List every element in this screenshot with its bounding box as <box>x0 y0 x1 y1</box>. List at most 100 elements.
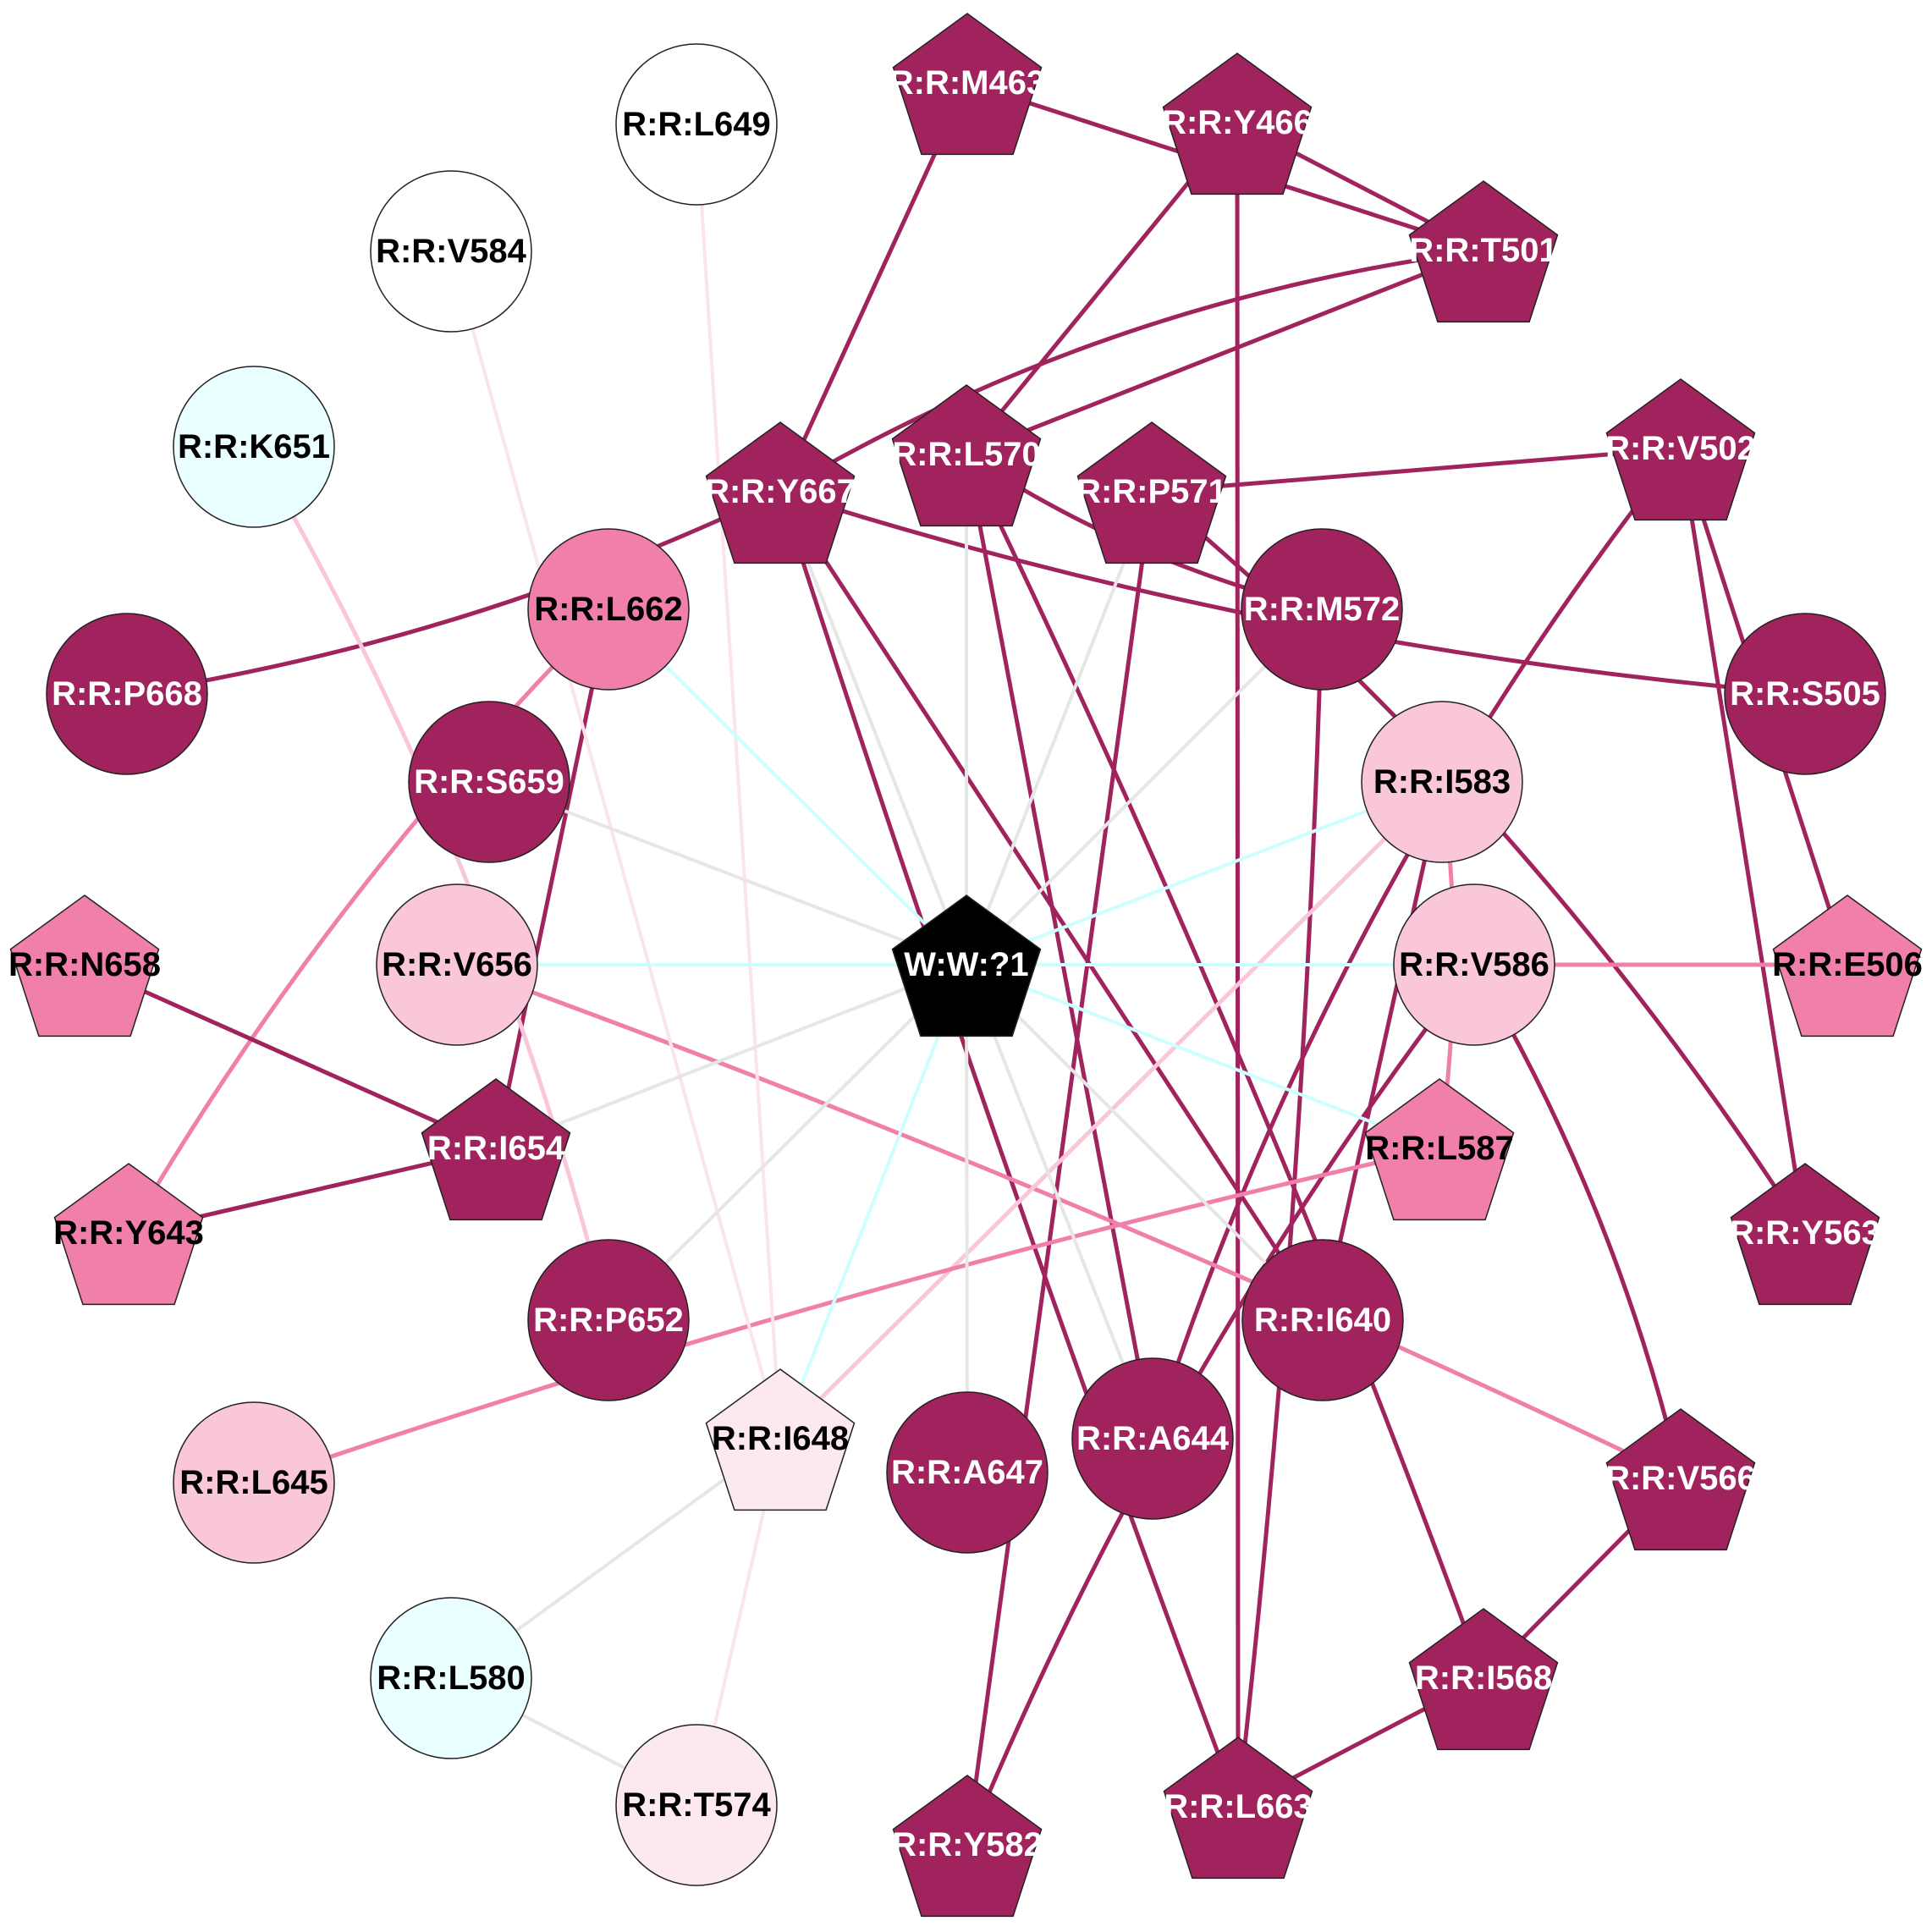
node-label: R:R:I640 <box>1254 1302 1391 1339</box>
edge-RRL662-RRY643 <box>126 608 610 1235</box>
edge-RRL570-RRA644 <box>964 454 1155 1439</box>
node-label: R:R:I583 <box>1373 763 1511 801</box>
node-label: R:R:T501 <box>1409 232 1558 269</box>
node-rrk651[interactable]: R:R:K651 <box>173 366 335 528</box>
node-circle <box>1361 701 1523 863</box>
node-circle <box>615 1724 778 1886</box>
node-rrs659[interactable]: R:R:S659 <box>408 701 570 863</box>
node-rri568[interactable]: R:R:I568 <box>1408 1608 1559 1751</box>
node-rrv584[interactable]: R:R:V584 <box>370 170 532 333</box>
edge-RRT501-RRY667 <box>779 248 1484 494</box>
edge-RRK651-RRP652 <box>251 445 611 1321</box>
node-label: R:R:N658 <box>8 946 161 983</box>
edge-RRP571-RRV502 <box>1151 446 1682 494</box>
node-rrl649[interactable]: R:R:L649 <box>615 43 778 206</box>
node-label: R:R:V584 <box>376 233 527 270</box>
node-label: R:R:I648 <box>712 1420 849 1457</box>
node-circle <box>46 613 208 775</box>
node-pentagon <box>1162 52 1313 195</box>
node-rry466[interactable]: R:R:Y466 <box>1162 52 1313 195</box>
node-rri640[interactable]: R:R:I640 <box>1241 1239 1404 1401</box>
node-rrl587[interactable]: R:R:L587 <box>1364 1078 1515 1221</box>
node-rrl570[interactable]: R:R:L570 <box>891 384 1042 527</box>
node-rrl645[interactable]: R:R:L645 <box>173 1401 335 1564</box>
node-pentagon <box>891 384 1042 527</box>
node-pentagon <box>892 13 1043 156</box>
node-rri648[interactable]: R:R:I648 <box>705 1368 856 1511</box>
node-rrt574[interactable]: R:R:T574 <box>615 1724 778 1886</box>
node-circle <box>370 1597 532 1759</box>
node-label: R:R:P571 <box>1076 473 1227 510</box>
node-pentagon <box>9 894 160 1038</box>
edge-RRL587-RRL645 <box>253 1146 1440 1485</box>
node-rrp668[interactable]: R:R:P668 <box>46 613 208 775</box>
node-label: R:R:L580 <box>377 1660 526 1697</box>
node-rra644[interactable]: R:R:A644 <box>1071 1357 1234 1520</box>
node-rrm463[interactable]: R:R:M463 <box>889 13 1045 156</box>
node-rri583[interactable]: R:R:I583 <box>1361 701 1523 863</box>
node-label: R:R:L645 <box>179 1464 328 1501</box>
node-rrl580[interactable]: R:R:L580 <box>370 1597 532 1759</box>
node-rre506[interactable]: R:R:E506 <box>1772 894 1923 1038</box>
node-pentagon <box>705 1368 856 1511</box>
node-pentagon <box>1076 421 1227 564</box>
node-circle <box>1724 613 1886 775</box>
node-circle <box>886 1391 1049 1554</box>
node-pentagon <box>421 1078 571 1221</box>
node-pentagon <box>1772 894 1923 1038</box>
edge-RRY667-RRP668 <box>126 489 782 696</box>
node-circle <box>527 528 690 691</box>
node-label: R:R:L662 <box>534 591 683 628</box>
node-rrs505[interactable]: R:R:S505 <box>1724 613 1886 775</box>
node-rry667[interactable]: R:R:Y667 <box>705 421 856 564</box>
edge-RRV502-RRY563 <box>1678 448 1808 1234</box>
node-rrn658[interactable]: R:R:N658 <box>8 894 161 1038</box>
node-label: R:R:T574 <box>622 1786 771 1824</box>
node-label: R:R:A644 <box>1076 1420 1230 1457</box>
node-rrv656[interactable]: R:R:V656 <box>376 883 538 1046</box>
node-circle <box>615 43 778 206</box>
node-label: R:R:P668 <box>52 675 202 713</box>
node-pentagon <box>1730 1163 1880 1306</box>
node-label: R:R:L570 <box>892 436 1041 473</box>
node-ww1[interactable]: W:W:?1 <box>891 894 1042 1038</box>
edge-RRL649-RRI648 <box>695 124 782 1439</box>
node-label: R:R:Y667 <box>705 473 856 510</box>
node-circle <box>1241 528 1403 691</box>
node-rrv586[interactable]: R:R:V586 <box>1393 883 1555 1046</box>
node-pentagon <box>1605 1408 1756 1551</box>
node-label: R:R:Y582 <box>892 1826 1043 1863</box>
node-label: W:W:?1 <box>904 946 1028 983</box>
node-label: R:R:L663 <box>1164 1788 1313 1825</box>
edge-RRL570-RRI568 <box>964 453 1486 1679</box>
node-rry582[interactable]: R:R:Y582 <box>892 1775 1043 1918</box>
node-circle <box>1071 1357 1234 1520</box>
node-rrv502[interactable]: R:R:V502 <box>1605 378 1756 521</box>
node-rrt501[interactable]: R:R:T501 <box>1408 180 1559 323</box>
node-label: R:R:Y563 <box>1730 1214 1880 1252</box>
node-circle <box>173 1401 335 1564</box>
node-circle <box>527 1239 690 1401</box>
node-rry563[interactable]: R:R:Y563 <box>1730 1163 1880 1306</box>
node-rrp652[interactable]: R:R:P652 <box>527 1239 690 1401</box>
node-rra647[interactable]: R:R:A647 <box>886 1391 1049 1554</box>
node-label: R:R:Y643 <box>53 1214 204 1252</box>
node-rrl663[interactable]: R:R:L663 <box>1163 1737 1313 1880</box>
node-rrl662[interactable]: R:R:L662 <box>527 528 690 691</box>
node-rrp571[interactable]: R:R:P571 <box>1076 421 1227 564</box>
node-label: R:R:V566 <box>1605 1460 1756 1497</box>
node-pentagon <box>705 421 856 564</box>
node-label: R:R:M463 <box>889 64 1045 102</box>
node-label: R:R:V502 <box>1605 430 1756 467</box>
node-label: R:R:L587 <box>1365 1130 1514 1167</box>
node-label: R:R:A647 <box>891 1454 1043 1491</box>
edge-RRV586-RRV566 <box>1472 963 1683 1479</box>
edge-RRP571-RRY582 <box>965 491 1154 1846</box>
node-rrm572[interactable]: R:R:M572 <box>1241 528 1403 691</box>
node-rrv566[interactable]: R:R:V566 <box>1605 1408 1756 1551</box>
node-rry643[interactable]: R:R:Y643 <box>53 1163 204 1306</box>
node-rri654[interactable]: R:R:I654 <box>421 1078 571 1221</box>
node-pentagon <box>1364 1078 1515 1221</box>
